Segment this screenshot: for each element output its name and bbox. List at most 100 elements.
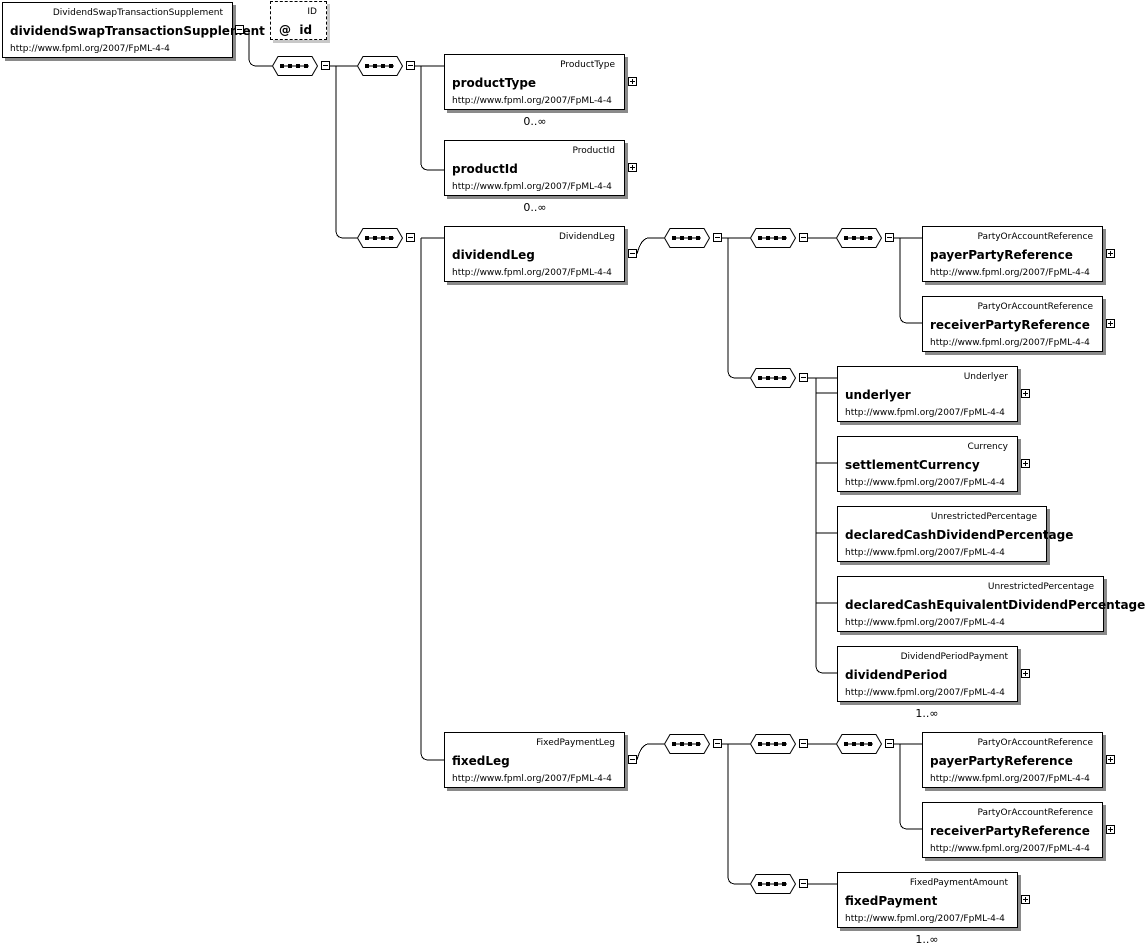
element-box-declared-cash-equivalent-dividend-percentage[interactable]: UnrestrictedPercentage declaredCashEquiv… [837, 576, 1145, 632]
element-name: receiverPartyReference [930, 318, 1090, 332]
sequence-compositor-icon[interactable] [357, 228, 403, 248]
element-type: ProductId [572, 146, 615, 156]
element-box-declared-cash-dividend-percentage[interactable]: UnrestrictedPercentage declaredCashDivid… [837, 506, 1073, 562]
expand-icon[interactable] [1106, 755, 1115, 764]
element-type: FixedPaymentLeg [536, 738, 615, 748]
collapse-icon[interactable] [321, 61, 330, 70]
element-name: dividendSwapTransactionSupplement [10, 24, 265, 38]
expand-icon[interactable] [1106, 249, 1115, 258]
element-box-fixed-leg[interactable]: FixedPaymentLeg fixedLeg http://www.fpml… [444, 732, 625, 788]
sequence-compositor-icon[interactable] [272, 56, 318, 76]
attribute-box-id[interactable]: ID @ id [270, 1, 327, 40]
element-type: ProductType [560, 60, 615, 70]
element-namespace: http://www.fpml.org/2007/FpML-4-4 [845, 618, 1005, 628]
element-box-payer-party-reference[interactable]: PartyOrAccountReference payerPartyRefere… [922, 732, 1103, 788]
element-name: payerPartyReference [930, 754, 1073, 768]
sequence-compositor-icon[interactable] [836, 734, 882, 754]
collapse-icon[interactable] [799, 739, 808, 748]
element-name: dividendLeg [452, 248, 535, 262]
sequence-compositor-icon[interactable] [750, 368, 796, 388]
collapse-icon[interactable] [713, 739, 722, 748]
attribute-name: @ id [279, 23, 313, 37]
element-name: receiverPartyReference [930, 824, 1090, 838]
sequence-compositor-icon[interactable] [664, 228, 710, 248]
expand-icon[interactable] [628, 77, 637, 86]
sequence-compositor-icon[interactable] [750, 874, 796, 894]
collapse-icon[interactable] [885, 233, 894, 242]
element-type: DividendLeg [558, 232, 615, 242]
collapse-icon[interactable] [713, 233, 722, 242]
element-namespace: http://www.fpml.org/2007/FpML-4-4 [10, 44, 170, 54]
element-name: productId [452, 162, 518, 176]
element-box-underlyer[interactable]: Underlyer underlyer http://www.fpml.org/… [837, 366, 1018, 422]
expand-icon[interactable] [1106, 825, 1115, 834]
element-name: declaredCashEquivalentDividendPercentage [845, 598, 1145, 612]
collapse-icon[interactable] [406, 61, 415, 70]
element-name: dividendPeriod [845, 668, 948, 682]
collapse-icon[interactable] [799, 233, 808, 242]
element-type: DividendPeriodPayment [900, 652, 1008, 662]
cardinality-label: 1..∞ [915, 933, 939, 946]
element-box-product-id[interactable]: ProductId productId http://www.fpml.org/… [444, 140, 625, 196]
element-type: UnrestrictedPercentage [930, 512, 1037, 522]
expand-icon[interactable] [1021, 669, 1030, 678]
element-name: fixedLeg [452, 754, 510, 768]
element-type: Currency [967, 442, 1008, 452]
element-box-dividend-period[interactable]: DividendPeriodPayment dividendPeriod htt… [837, 646, 1018, 702]
element-name: productType [452, 76, 537, 90]
element-box-settlement-currency[interactable]: Currency settlementCurrency http://www.f… [837, 436, 1018, 492]
element-namespace: http://www.fpml.org/2007/FpML-4-4 [845, 688, 1005, 698]
sequence-compositor-icon[interactable] [750, 228, 796, 248]
element-namespace: http://www.fpml.org/2007/FpML-4-4 [930, 774, 1090, 784]
expand-icon[interactable] [1021, 389, 1030, 398]
element-type: PartyOrAccountReference [977, 808, 1093, 818]
element-type: DividendSwapTransactionSupplement [52, 8, 223, 18]
sequence-compositor-icon[interactable] [664, 734, 710, 754]
element-namespace: http://www.fpml.org/2007/FpML-4-4 [845, 478, 1005, 488]
element-namespace: http://www.fpml.org/2007/FpML-4-4 [930, 338, 1090, 348]
element-namespace: http://www.fpml.org/2007/FpML-4-4 [845, 408, 1005, 418]
cardinality-label: 0..∞ [523, 201, 547, 214]
element-namespace: http://www.fpml.org/2007/FpML-4-4 [845, 914, 1005, 924]
cardinality-label: 0..∞ [523, 115, 547, 128]
expand-icon[interactable] [1021, 459, 1030, 468]
element-name: declaredCashDividendPercentage [845, 528, 1074, 542]
element-namespace: http://www.fpml.org/2007/FpML-4-4 [452, 774, 612, 784]
expand-icon[interactable] [1021, 895, 1030, 904]
element-type: Underlyer [963, 372, 1008, 382]
collapse-icon[interactable] [406, 233, 415, 242]
sequence-compositor-icon[interactable] [750, 734, 796, 754]
collapse-icon[interactable] [885, 739, 894, 748]
expand-icon[interactable] [1106, 319, 1115, 328]
element-namespace: http://www.fpml.org/2007/FpML-4-4 [452, 182, 612, 192]
collapse-icon[interactable] [799, 373, 808, 382]
element-type: PartyOrAccountReference [977, 232, 1093, 242]
element-type: UnrestrictedPercentage [987, 582, 1094, 592]
element-box-fixed-payment[interactable]: FixedPaymentAmount fixedPayment http://w… [837, 872, 1018, 928]
collapse-icon[interactable] [235, 25, 244, 34]
sequence-compositor-icon[interactable] [836, 228, 882, 248]
element-namespace: http://www.fpml.org/2007/FpML-4-4 [930, 268, 1090, 278]
element-type: FixedPaymentAmount [909, 878, 1008, 888]
element-box-dividend-swap-transaction-supplement[interactable]: DividendSwapTransactionSupplement divide… [2, 2, 265, 58]
element-box-receiver-party-reference[interactable]: PartyOrAccountReference receiverPartyRef… [922, 296, 1103, 352]
element-name: fixedPayment [845, 894, 938, 908]
sequence-compositor-icon[interactable] [357, 56, 403, 76]
expand-icon[interactable] [628, 163, 637, 172]
element-box-receiver-party-reference[interactable]: PartyOrAccountReference receiverPartyRef… [922, 802, 1103, 858]
element-name: settlementCurrency [845, 458, 980, 472]
collapse-icon[interactable] [799, 879, 808, 888]
element-namespace: http://www.fpml.org/2007/FpML-4-4 [452, 268, 612, 278]
element-box-product-type[interactable]: ProductType productType http://www.fpml.… [444, 54, 625, 110]
element-namespace: http://www.fpml.org/2007/FpML-4-4 [930, 844, 1090, 854]
element-box-payer-party-reference[interactable]: PartyOrAccountReference payerPartyRefere… [922, 226, 1103, 282]
element-type: PartyOrAccountReference [977, 302, 1093, 312]
attribute-type: ID [307, 7, 317, 17]
collapse-icon[interactable] [628, 249, 637, 258]
element-box-dividend-leg[interactable]: DividendLeg dividendLeg http://www.fpml.… [444, 226, 625, 282]
element-type: PartyOrAccountReference [977, 738, 1093, 748]
element-namespace: http://www.fpml.org/2007/FpML-4-4 [452, 96, 612, 106]
element-name: payerPartyReference [930, 248, 1073, 262]
collapse-icon[interactable] [628, 755, 637, 764]
